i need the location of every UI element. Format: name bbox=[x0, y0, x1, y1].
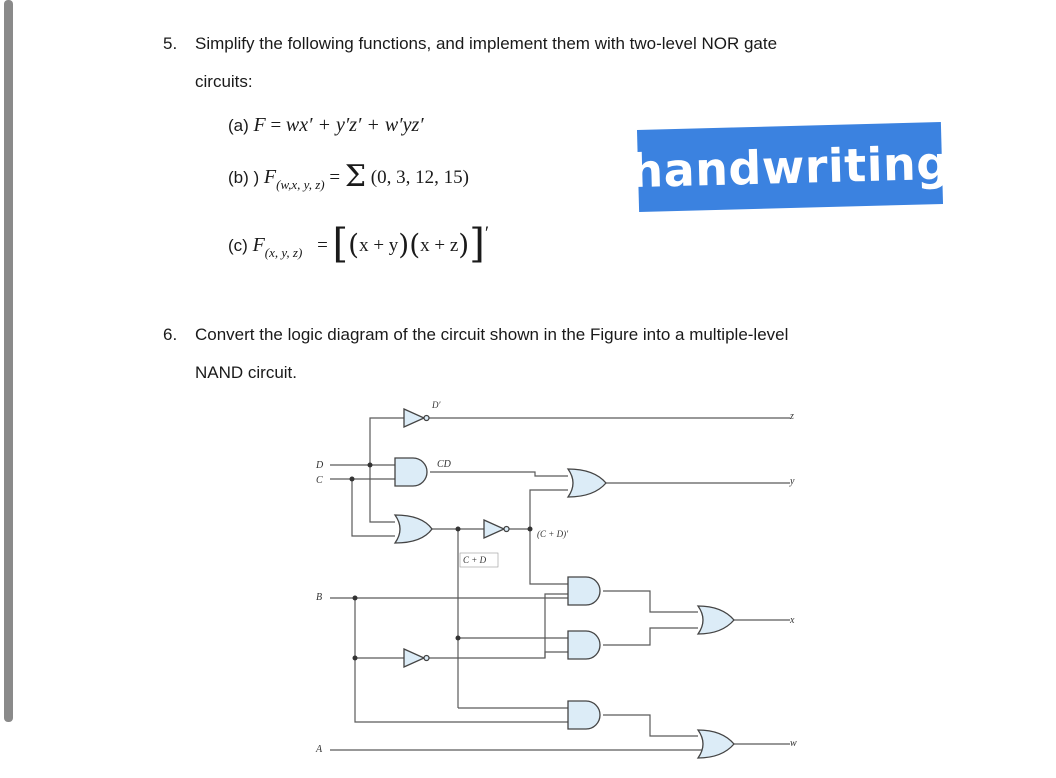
label-c-plus-d-prime: (C + D)′ bbox=[537, 529, 569, 539]
part-c-label: (c) bbox=[228, 236, 248, 255]
question-6-text: Convert the logic diagram of the circuit… bbox=[195, 316, 788, 392]
output-label-w: w bbox=[790, 738, 797, 749]
output-label-z: z bbox=[789, 411, 794, 422]
and-gate-2 bbox=[567, 630, 601, 660]
part-b-label: (b) ) bbox=[228, 168, 260, 187]
part-a: (a) F = wx′ + y′z′ + w′yz′ bbox=[228, 114, 424, 137]
paren-3: ) bbox=[458, 228, 470, 261]
handwriting-badge: handwriting bbox=[630, 122, 950, 212]
or-gate-x bbox=[696, 605, 735, 635]
question-5-text: Simplify the following functions, and im… bbox=[195, 25, 777, 101]
part-c-eq: = bbox=[317, 235, 328, 256]
question-5-line2: circuits: bbox=[195, 72, 253, 91]
question-5-line1: Simplify the following functions, and im… bbox=[195, 34, 778, 53]
or-gate-w bbox=[696, 729, 735, 759]
term-x-plus-y: x + y bbox=[359, 235, 399, 256]
question-6-line1: Convert the logic diagram of the circuit… bbox=[195, 325, 789, 344]
close-bracket: ] bbox=[469, 221, 485, 267]
part-a-rhs: wx′ + y′z′ + w′yz′ bbox=[285, 114, 424, 136]
part-a-eq: = bbox=[270, 115, 282, 136]
label-cd: CD bbox=[437, 459, 452, 470]
scrollbar[interactable] bbox=[4, 0, 13, 722]
term-x-plus-z: x + z bbox=[420, 235, 459, 256]
part-b-lhs: F bbox=[263, 166, 277, 188]
output-label-x: x bbox=[789, 615, 795, 626]
part-b-rhs: (0, 3, 12, 15) bbox=[370, 167, 469, 188]
question-number-6: 6. bbox=[163, 325, 178, 344]
and-gate-cd bbox=[394, 457, 428, 487]
part-c: (c) F(x, y, z) = [(x + y)(x + z)]′ bbox=[228, 215, 489, 267]
or-gate-y bbox=[566, 468, 607, 498]
open-bracket: [ bbox=[332, 221, 349, 267]
part-a-label: (a) bbox=[228, 116, 249, 135]
sigma-symbol: Σ bbox=[344, 159, 367, 194]
part-c-lhs: F bbox=[252, 234, 265, 256]
and-gate-3 bbox=[567, 700, 601, 730]
question-6-line2: NAND circuit. bbox=[195, 363, 298, 382]
or-gate-c-plus-d bbox=[393, 514, 433, 544]
not-gate-c-plus-d bbox=[483, 518, 510, 540]
part-b-eq: = bbox=[329, 167, 341, 188]
and-gate-1 bbox=[567, 576, 601, 606]
question-number-5: 5. bbox=[163, 34, 178, 53]
output-label-y: y bbox=[789, 476, 795, 487]
part-b-sub: (w,x, y, z) bbox=[276, 177, 325, 192]
not-gate-b bbox=[403, 647, 430, 669]
label-c-plus-d: C + D bbox=[463, 555, 487, 565]
input-label-d: D bbox=[315, 460, 324, 471]
part-b: (b) ) F(w,x, y, z) = Σ (0, 3, 12, 15) bbox=[228, 156, 469, 194]
paren-1: ( bbox=[348, 228, 360, 261]
part-c-sub: (x, y, z) bbox=[264, 245, 303, 260]
input-label-c: C bbox=[316, 475, 323, 486]
prime-mark: ′ bbox=[484, 223, 489, 244]
paren-2: )( bbox=[398, 228, 421, 261]
label-d-prime: D′ bbox=[431, 400, 441, 410]
input-label-a: A bbox=[315, 744, 323, 755]
input-label-b: B bbox=[316, 592, 322, 603]
part-a-lhs: F bbox=[253, 114, 266, 136]
not-gate-d bbox=[403, 407, 430, 429]
